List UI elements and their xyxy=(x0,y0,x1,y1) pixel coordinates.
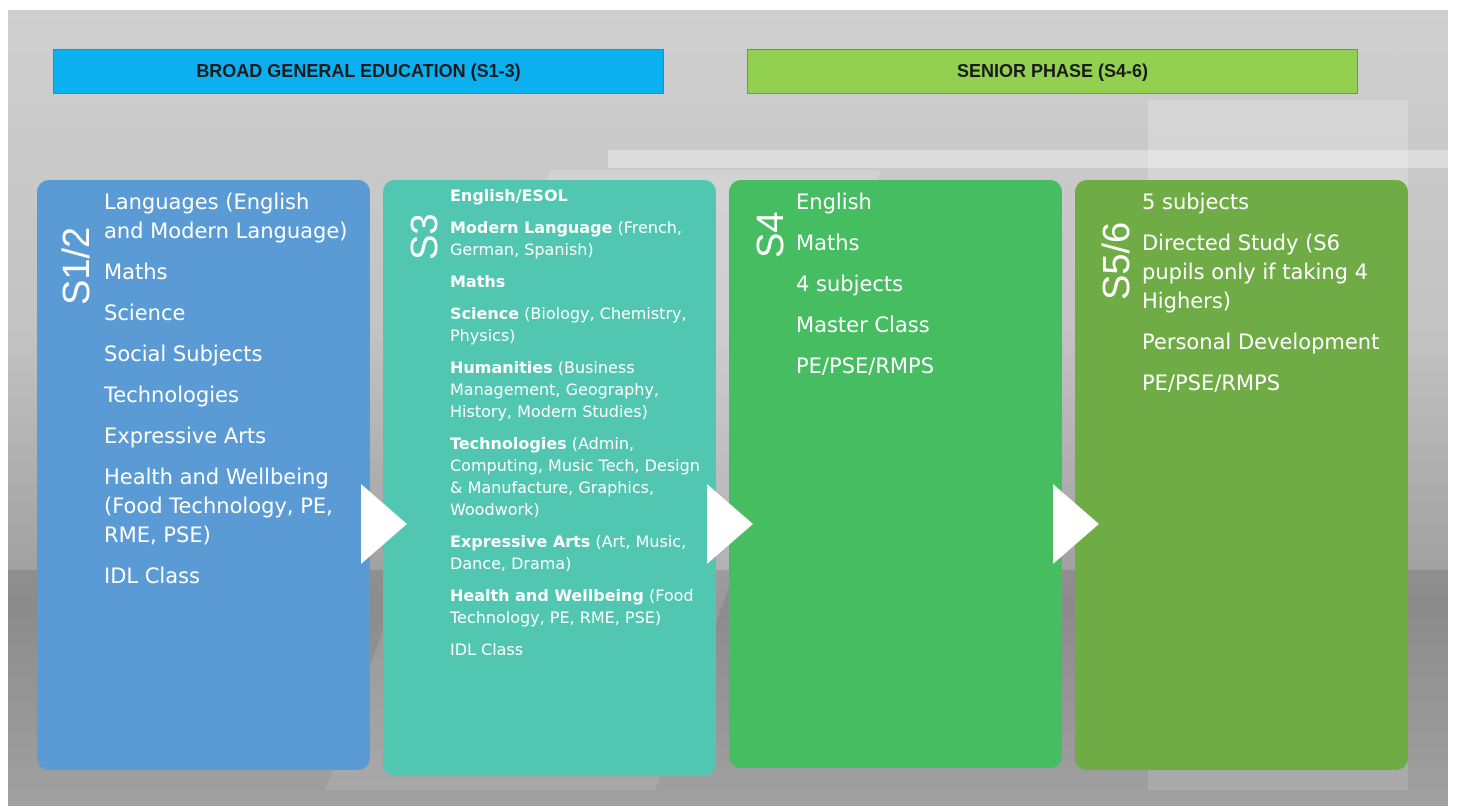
subject-item: Maths xyxy=(450,271,712,293)
subject-item: Health and Wellbeing (Food Technology, P… xyxy=(450,585,712,629)
progression-arrow-icon xyxy=(1053,484,1099,564)
subject-item: Maths xyxy=(796,231,860,255)
subject-item: English/ESOL xyxy=(450,185,712,207)
subject-name: Expressive Arts xyxy=(450,532,591,551)
subject-item: Technologies (Admin, Computing, Music Te… xyxy=(450,433,712,521)
progression-arrow-icon xyxy=(361,484,407,564)
subject-item: Modern Language (French, German, Spanish… xyxy=(450,217,712,261)
subject-detail: (Biology, Chemistry, Physics) xyxy=(450,304,687,345)
subject-list-s3: English/ESOL Modern Language (French, Ge… xyxy=(450,185,712,671)
subject-list-s1-2: Languages (English and Modern Language) … xyxy=(104,188,354,603)
subject-item: Science xyxy=(104,301,186,325)
subject-name: Science xyxy=(450,304,520,323)
subject-item: Science (Biology, Chemistry, Physics) xyxy=(450,303,712,347)
header-senior-phase: SENIOR PHASE (S4-6) xyxy=(747,49,1358,94)
stage-card-s1-2 xyxy=(37,180,370,770)
subject-detail: (French, German, Spanish) xyxy=(450,218,683,259)
progression-arrow-icon xyxy=(707,484,753,564)
subject-item: Maths xyxy=(104,260,168,284)
subject-item: Technologies xyxy=(104,383,239,407)
subject-item: Directed Study (S6 pupils only if taking… xyxy=(1142,231,1369,313)
stage-label-s5-6: S5/6 xyxy=(1096,221,1138,300)
stage-card-s4 xyxy=(729,180,1062,768)
subject-name: English/ESOL xyxy=(450,186,568,205)
subject-item: Expressive Arts (Art, Music, Dance, Dram… xyxy=(450,531,712,575)
subject-detail: (Food Technology, PE, RME, PSE) xyxy=(450,586,694,627)
subject-list-s4: English Maths 4 subjects Master Class PE… xyxy=(796,188,1046,393)
subject-item: 4 subjects xyxy=(796,272,904,296)
subject-detail: (Business Management, Geography, History… xyxy=(450,358,659,421)
subject-name: Maths xyxy=(450,272,506,291)
stage-label-s4: S4 xyxy=(750,211,792,258)
subject-detail: (Admin, Computing, Music Tech, Design & … xyxy=(450,434,700,519)
subject-item: Expressive Arts xyxy=(104,424,267,448)
subject-name: Humanities xyxy=(450,358,553,377)
subject-item: IDL Class xyxy=(450,639,712,661)
subject-item: PE/PSE/RMPS xyxy=(796,354,935,378)
stage-label-s3: S3 xyxy=(404,213,446,260)
subject-detail: (Art, Music, Dance, Drama) xyxy=(450,532,687,573)
subject-item: Languages (English and Modern Language) xyxy=(104,190,348,243)
stage-label-s1-2: S1/2 xyxy=(56,226,98,305)
subject-item: English xyxy=(796,190,872,214)
subject-item: PE/PSE/RMPS xyxy=(1142,371,1281,395)
subject-item: Humanities (Business Management, Geograp… xyxy=(450,357,712,423)
subject-name: Health and Wellbeing xyxy=(450,586,644,605)
stage-card-s3 xyxy=(383,180,716,776)
subject-item: Health and Wellbeing (Food Technology, P… xyxy=(104,465,333,547)
subject-item: IDL Class xyxy=(104,564,200,588)
subject-name: Technologies xyxy=(450,434,567,453)
subject-list-s5-6: 5 subjects Directed Study (S6 pupils onl… xyxy=(1142,188,1402,410)
background-roof-shape xyxy=(608,150,1448,168)
subject-name: Modern Language xyxy=(450,218,613,237)
subject-item: Master Class xyxy=(796,313,930,337)
header-broad-general-education: BROAD GENERAL EDUCATION (S1-3) xyxy=(53,49,664,94)
subject-detail: IDL Class xyxy=(450,640,524,659)
subject-item: 5 subjects xyxy=(1142,190,1250,214)
subject-item: Personal Development xyxy=(1142,330,1380,354)
stage-card-s5-6 xyxy=(1075,180,1408,770)
subject-item: Social Subjects xyxy=(104,342,263,366)
